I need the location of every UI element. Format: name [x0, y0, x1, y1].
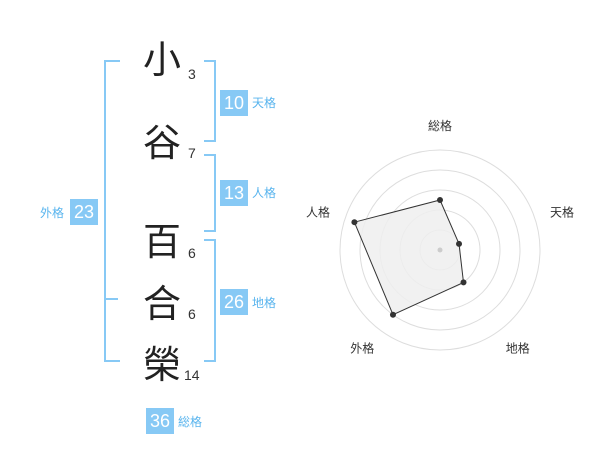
gaikaku-bracket-tick: [104, 298, 118, 300]
stroke-count-3: 6: [188, 245, 196, 261]
name-char-2: 谷: [142, 121, 181, 165]
radar-axis-label-4: 外格: [350, 341, 374, 356]
radar-point-3: [460, 279, 467, 286]
radar-axis-label-1: 総格: [428, 118, 452, 133]
radar-ring-4: [359, 169, 521, 331]
radar-axis-label-3: 地格: [506, 341, 530, 356]
radar-point-5: [351, 219, 358, 226]
radar-point-1: [437, 197, 443, 203]
gaikaku-value: 23: [70, 199, 98, 225]
stroke-count-5: 14: [184, 367, 200, 383]
radar-axis-label-2: 天格: [550, 204, 574, 219]
stroke-count-4: 6: [188, 306, 196, 322]
radar-ring-5: [339, 149, 541, 351]
soukaku-value: 36: [146, 408, 174, 434]
soukaku-label: 総格: [178, 415, 203, 429]
stroke-count-2: 7: [188, 145, 196, 161]
radar-center-point: [437, 247, 443, 253]
jinkaku-bracket: [204, 154, 216, 232]
gaikaku-label: 外格: [40, 206, 65, 220]
radar-axis-label-5: 人格: [306, 204, 330, 219]
tenkaku-value: 10: [220, 90, 248, 116]
name-char-5: 榮: [142, 343, 181, 387]
chikaku-value: 26: [220, 289, 248, 315]
name-char-3: 百: [142, 220, 181, 264]
tenkaku-bracket: [204, 60, 216, 142]
name-char-4: 合: [142, 282, 181, 326]
chikaku-bracket: [204, 239, 216, 362]
jinkaku-value: 13: [220, 180, 248, 206]
radar-point-2: [456, 240, 463, 247]
radar-point-4: [389, 311, 396, 318]
name-char-1: 小: [142, 38, 181, 82]
radar-data-polygon: [353, 199, 465, 316]
chikaku-label: 地格: [252, 296, 277, 310]
gaikaku-bracket: [104, 60, 120, 362]
tenkaku-label: 天格: [252, 96, 277, 110]
jinkaku-label: 人格: [252, 186, 277, 200]
stroke-count-1: 3: [188, 66, 196, 82]
